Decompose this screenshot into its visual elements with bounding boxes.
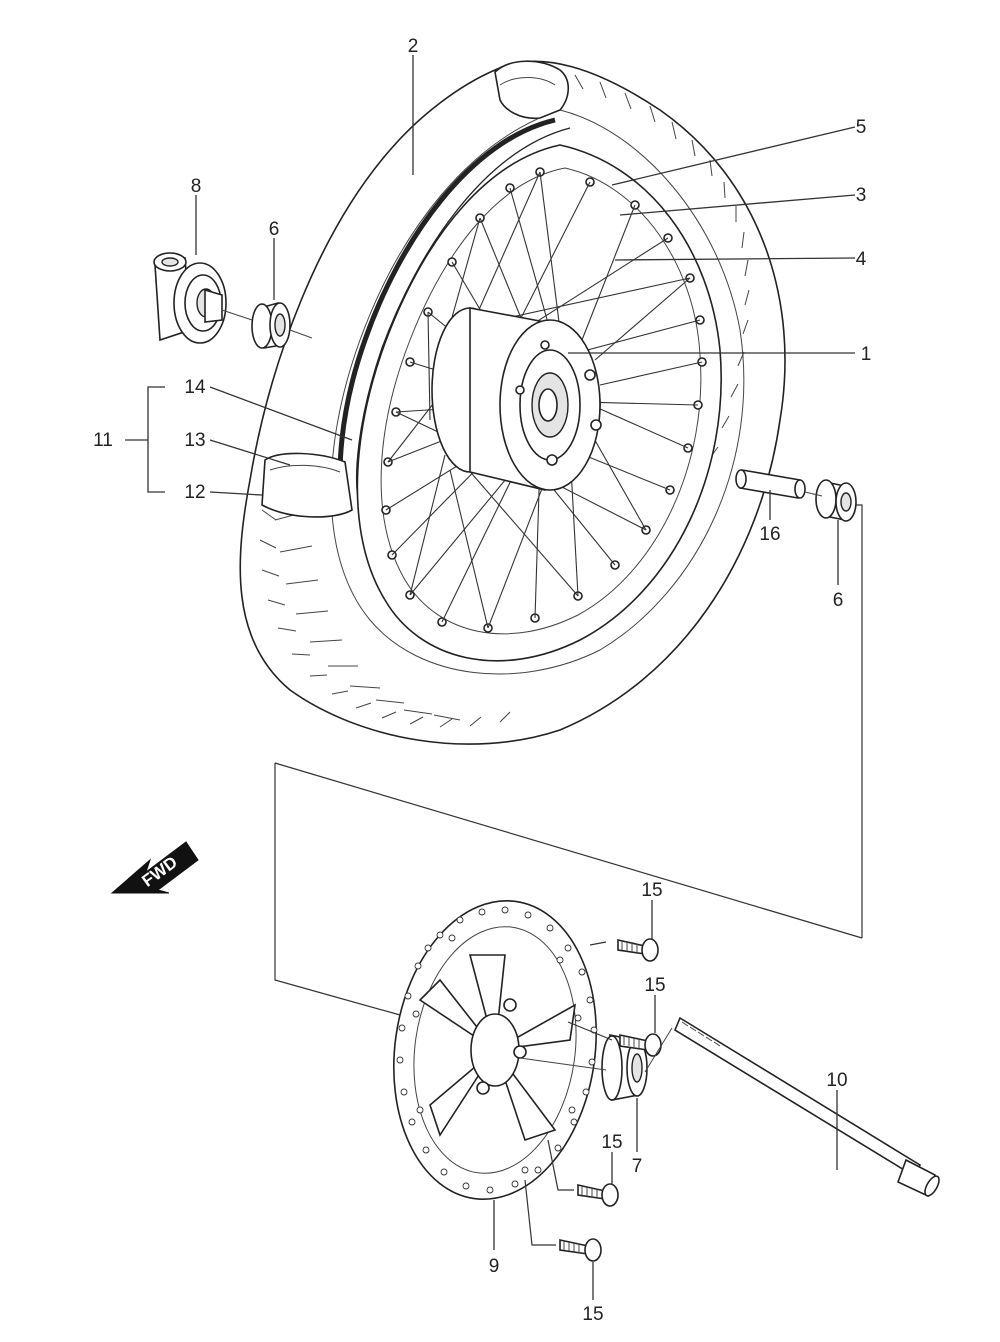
bearing-left [251,301,291,349]
callout-2: 2 [408,36,419,57]
callout-9: 9 [489,1256,500,1277]
callout-12: 12 [184,482,205,503]
callout-15-bottom: 15 [582,1304,603,1325]
fwd-arrow: FWD [110,841,199,894]
disc-bolt-3 [577,1183,619,1207]
callout-8: 8 [191,176,202,197]
inner-tube [261,117,571,518]
callout-15-upper-mid: 15 [644,975,665,996]
assembly-lines [221,309,863,1246]
speedometer-gear-box [153,252,227,344]
callout-5: 5 [856,117,867,138]
callout-11: 11 [93,430,113,451]
callout-10: 10 [826,1070,847,1091]
disc-bolt-2 [619,1033,662,1057]
hub [431,307,602,491]
axle-collar [601,1034,648,1101]
callout-13: 13 [184,430,205,451]
callout-15-lower-mid: 15 [601,1132,622,1153]
axle [673,1016,940,1198]
callout-1: 1 [861,344,872,365]
callout-6-right: 6 [833,590,844,611]
callout-16: 16 [759,524,780,545]
callout-15-top: 15 [641,880,662,901]
callout-6-left: 6 [269,219,280,240]
bearing-right [815,479,857,522]
disc-bolt-1 [617,938,659,962]
callout-numbers: 2 5 3 4 1 8 6 14 11 13 12 16 6 15 15 10 … [93,36,871,1325]
brake-disc [392,900,598,1200]
disc-bolts [559,938,662,1262]
callout-leaders [125,55,856,1300]
fwd-arrow-icon [110,841,199,894]
callout-14: 14 [184,377,206,398]
callout-4: 4 [856,249,867,270]
hub-collar [735,469,806,499]
callout-7: 7 [632,1156,643,1177]
callout-3: 3 [856,185,867,206]
disc-bolt-4 [559,1238,602,1262]
